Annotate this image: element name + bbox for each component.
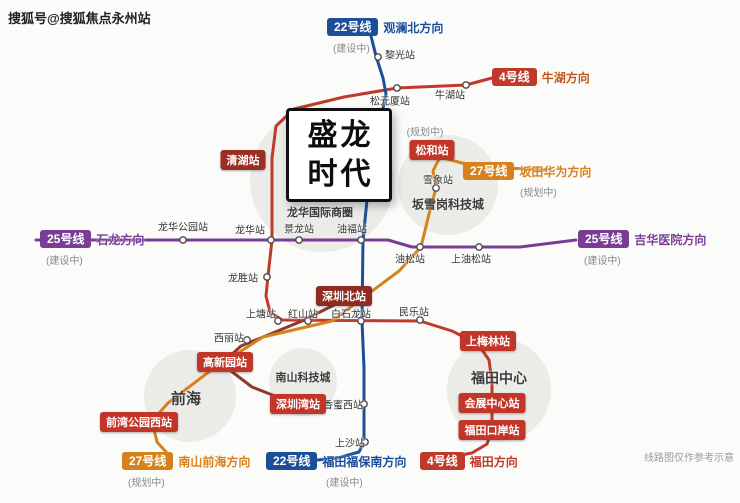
line-status-label: (建设中) [46, 256, 83, 267]
district-label-nanshan-tech-city: 南山科技城 [275, 372, 331, 384]
line-number-badge: 4号线 [420, 452, 465, 470]
line-status-label: (规划中) [128, 478, 165, 489]
station-label: 红山站 [288, 309, 318, 321]
station-label: 牛湖站 [435, 90, 465, 102]
station-badge: 上梅林站 [460, 331, 516, 351]
station-label: 白石龙站 [331, 309, 371, 321]
project-title-line2: 时代 [307, 158, 374, 191]
station-label: 龙胜站 [228, 273, 258, 285]
line-number-badge: 22号线 [327, 18, 379, 36]
district-label-qianhai: 前海 [170, 390, 202, 408]
line-number-badge: 27号线 [122, 452, 174, 470]
station-dot [179, 236, 187, 244]
district-circle-futian-center [447, 338, 551, 442]
line-number-badge: 22号线 [266, 452, 318, 470]
station-label: 香蜜西站 [323, 400, 363, 412]
station-label: 黎光站 [385, 50, 415, 62]
watermark: 搜狐号@搜狐焦点永州站 [8, 11, 151, 26]
station-badge: 高新园站 [197, 352, 253, 372]
metro-line-4 [264, 76, 494, 459]
station-label: 龙华站 [235, 225, 265, 237]
line-direction-label: 福田方向 [469, 454, 518, 469]
line-badge-line4-south: 4号线福田方向 [420, 452, 518, 470]
station-dot [432, 184, 440, 192]
station-dot [360, 400, 368, 408]
station-label: 油福站 [337, 224, 367, 236]
line-badge-line25-east: 25号线吉华医院方向 [578, 230, 706, 248]
station-dot [393, 84, 401, 92]
station-badge: 会展中心站 [458, 393, 526, 413]
station-dot [361, 438, 369, 446]
line-direction-label: 石龙方向 [96, 232, 145, 247]
line-number-badge: 4号线 [492, 68, 537, 86]
station-badge: 深圳湾站 [270, 394, 326, 414]
district-circle-banxuegang-tech-city [398, 135, 498, 235]
station-dot [267, 236, 275, 244]
line-direction-label: 福田福保南方向 [322, 454, 407, 469]
line-badge-line22-south: 22号线福田福保南方向 [266, 452, 406, 470]
station-dot [416, 316, 424, 324]
line-direction-label: 南山前海方向 [178, 454, 251, 469]
line-badge-line22-north: 22号线观澜北方向 [327, 18, 443, 36]
line-badge-line25-west: 25号线石龙方向 [40, 230, 144, 248]
station-dot [295, 236, 303, 244]
line-number-badge: 27号线 [463, 162, 515, 180]
station-dot [462, 81, 470, 89]
station-dot [263, 273, 271, 281]
station-dot [374, 53, 382, 61]
line-direction-label: 观澜北方向 [383, 20, 444, 35]
station-dot [243, 336, 251, 344]
line-status-label: (建设中) [584, 256, 621, 267]
line-number-badge: 25号线 [40, 230, 92, 248]
line-direction-label: 牛湖方向 [541, 70, 590, 85]
line-number-badge: 25号线 [578, 230, 630, 248]
project-title-box: 盛龙 时代 [286, 108, 392, 202]
songhe-planning-status: (规划中) [406, 127, 444, 139]
line-badge-line27-south: 27号线南山前海方向 [122, 452, 250, 470]
station-label: 西丽站 [214, 333, 244, 345]
district-label-longhua-cbd: 龙华国际商圈 [287, 207, 353, 219]
station-badge: 松和站 [409, 140, 455, 160]
metro-line-25 [34, 238, 578, 249]
station-badge: 福田口岸站 [458, 420, 526, 440]
station-label: 上沙站 [335, 438, 365, 450]
district-label-banxuegang-tech-city: 坂雪岗科技城 [411, 197, 485, 212]
station-dot [475, 243, 483, 251]
station-dot [416, 243, 424, 251]
station-badge: 深圳北站 [316, 286, 372, 306]
line-badge-line4-north: 4号线牛湖方向 [492, 68, 590, 86]
station-label: 龙华公园站 [158, 222, 208, 234]
district-label-futian-center: 福田中心 [471, 370, 527, 386]
line-status-label: (建设中) [333, 44, 370, 55]
line-status-label: (规划中) [520, 188, 557, 199]
station-dot [357, 236, 365, 244]
station-label: 上塘站 [246, 309, 276, 321]
station-label: 上油松站 [451, 254, 491, 266]
station-label: 景龙站 [284, 224, 314, 236]
station-dot [357, 317, 365, 325]
project-title-line1: 盛龙 [307, 119, 374, 152]
station-label: 松元厦站 [370, 96, 410, 108]
station-label: 民乐站 [399, 307, 429, 319]
line-direction-label: 坂田华为方向 [519, 164, 592, 179]
map-disclaimer: 线路图仅作参考示意 [644, 453, 734, 464]
station-badge: 前湾公园西站 [100, 412, 178, 432]
line-badge-line27-east: 27号线坂田华为方向 [463, 162, 591, 180]
station-badge: 清湖站 [220, 150, 266, 170]
line-direction-label: 吉华医院方向 [634, 232, 707, 247]
line-status-label: (建设中) [326, 478, 363, 489]
station-dot [274, 317, 282, 325]
station-label: 油松站 [395, 254, 425, 266]
station-dot [304, 317, 312, 325]
station-label: 雪象站 [423, 175, 453, 187]
